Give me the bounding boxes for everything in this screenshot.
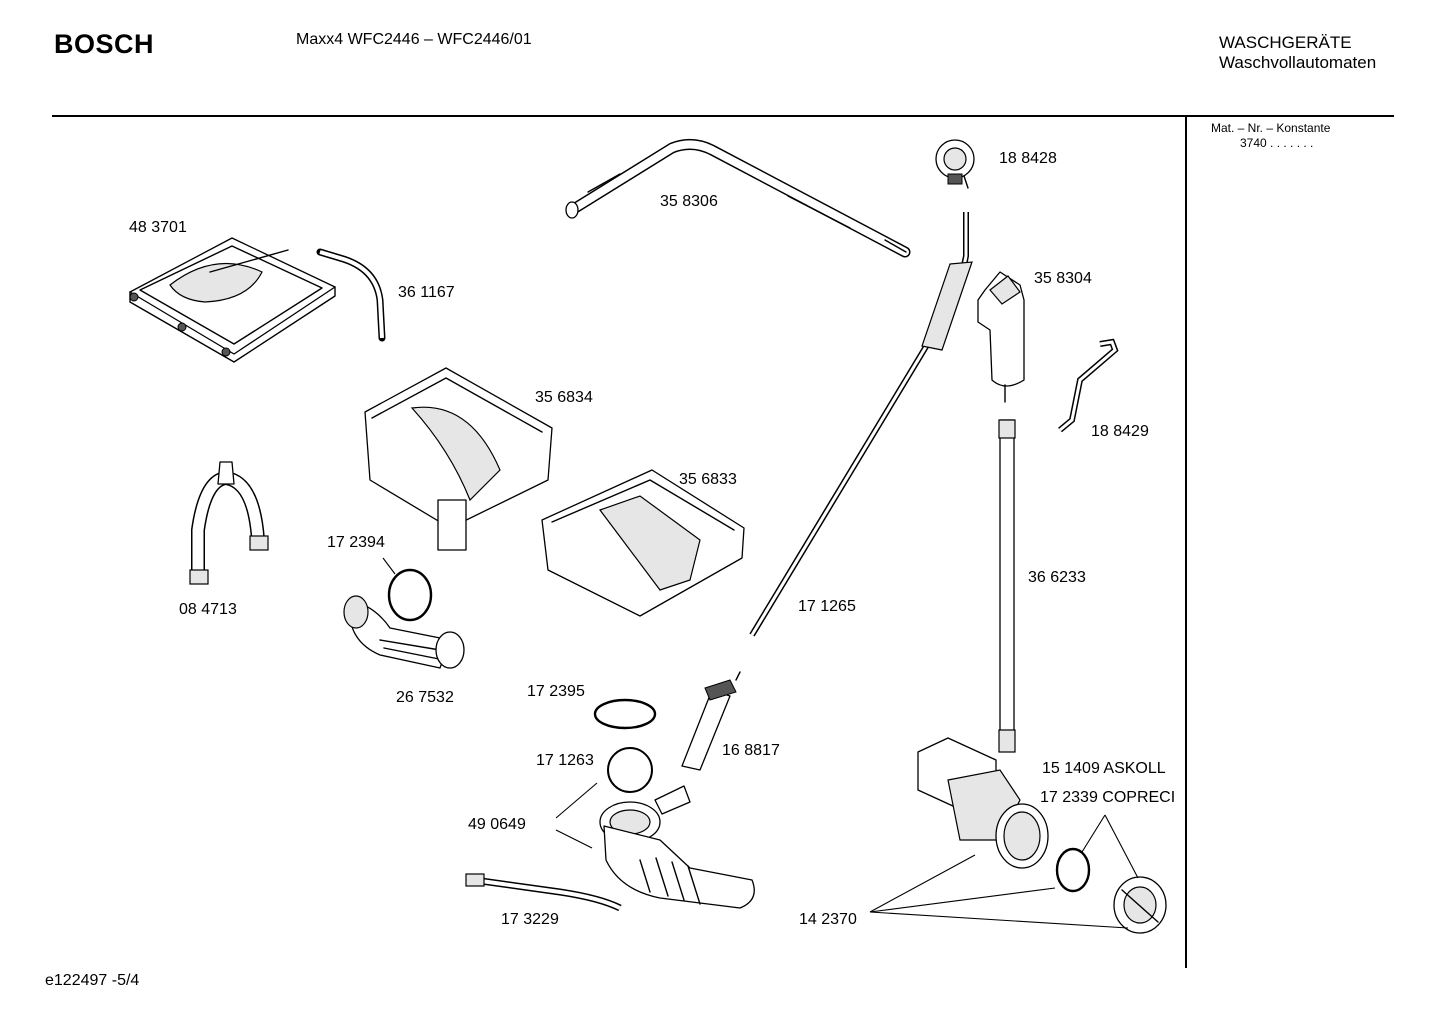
mat-number-value: 3740 . . . . . . . — [1240, 136, 1314, 150]
part-label-356833: 35 6833 — [679, 471, 737, 488]
mat-number-label: Mat. – Nr. – Konstante — [1211, 121, 1331, 135]
part-label-084713: 08 4713 — [179, 601, 237, 618]
part-267532-drawing[interactable] — [343, 595, 465, 669]
part-label-188428: 18 8428 — [999, 150, 1057, 167]
part-356833-drawing[interactable] — [541, 469, 745, 617]
part-483701-drawing[interactable] — [129, 237, 336, 363]
drawing-id: e122497 -5/4 — [45, 972, 140, 989]
part-label-188429: 18 8429 — [1091, 423, 1149, 440]
part-label-168817: 16 8817 — [722, 742, 780, 759]
part-label-172395: 17 2395 — [527, 683, 585, 700]
category-subtitle: Waschvollautomaten — [1219, 53, 1377, 72]
part-label-142370: 14 2370 — [799, 911, 857, 928]
part-label-173229: 17 3229 — [501, 911, 559, 928]
part-358304-drawing[interactable] — [977, 271, 1025, 403]
part-172395-drawing[interactable] — [593, 698, 657, 730]
part-label-483701: 48 3701 — [129, 219, 187, 236]
part-label-358306: 35 8306 — [660, 193, 718, 210]
part-366233-drawing[interactable] — [998, 419, 1016, 753]
part-361167-drawing[interactable] — [316, 248, 386, 342]
model-title: Maxx4 WFC2446 – WFC2446/01 — [296, 31, 532, 48]
part-label-171265: 17 1265 — [798, 598, 856, 615]
part-label-356834: 35 6834 — [535, 389, 593, 406]
part-142370-drawing[interactable] — [917, 737, 1049, 869]
part-356834-drawing[interactable] — [364, 367, 553, 551]
category-title: WASCHGERÄTE — [1219, 33, 1352, 52]
part-pump-gasket-drawing[interactable] — [1055, 847, 1091, 893]
part-173229-drawing[interactable] — [465, 873, 622, 912]
part-084713-drawing[interactable] — [189, 461, 269, 585]
part-label-366233: 36 6233 — [1028, 569, 1086, 586]
part-label-267532: 26 7532 — [396, 689, 454, 706]
part-label-172394: 17 2394 — [327, 534, 385, 551]
part-172394-drawing[interactable] — [387, 568, 433, 622]
part-pump-filter-drawing[interactable] — [1113, 876, 1167, 934]
part-label-172339: 17 2339 COPRECI — [1040, 789, 1176, 806]
part-label-171263: 17 1263 — [536, 752, 594, 769]
part-label-358304: 35 8304 — [1034, 270, 1092, 287]
part-358306-drawing[interactable] — [565, 139, 911, 258]
part-171265-drawing[interactable] — [749, 212, 973, 637]
part-label-151409: 15 1409 ASKOLL — [1042, 760, 1166, 777]
part-188428-drawing[interactable] — [935, 139, 975, 189]
brand-logo: BOSCH — [54, 29, 155, 59]
part-490649-drawing[interactable] — [599, 785, 755, 909]
part-label-361167: 36 1167 — [398, 284, 455, 301]
leader-lines — [382, 557, 1139, 929]
part-label-490649: 49 0649 — [468, 816, 526, 833]
part-171263-drawing[interactable] — [607, 747, 653, 793]
part-168817-drawing[interactable] — [681, 671, 741, 771]
